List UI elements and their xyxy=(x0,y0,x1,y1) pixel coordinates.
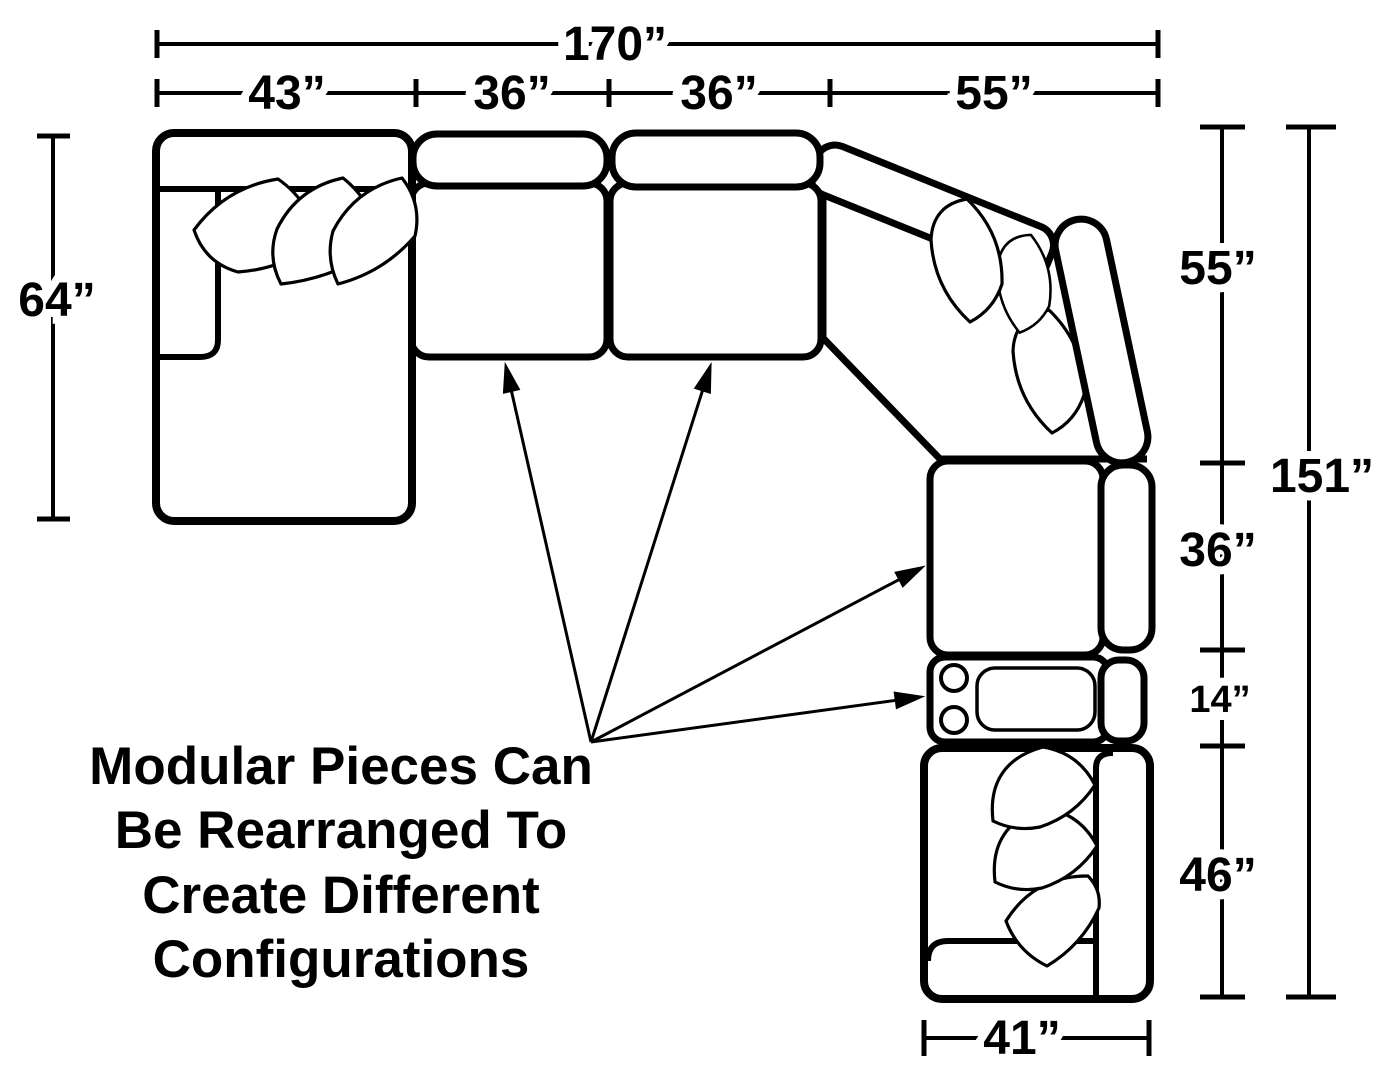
svg-text:46”: 46” xyxy=(1179,849,1256,902)
svg-text:43”: 43” xyxy=(248,67,325,120)
svg-text:Be Rearranged To: Be Rearranged To xyxy=(115,801,568,860)
svg-text:36”: 36” xyxy=(680,67,757,120)
svg-text:Create Different: Create Different xyxy=(142,866,540,925)
svg-text:Configurations: Configurations xyxy=(153,930,530,989)
svg-text:36”: 36” xyxy=(1179,524,1256,577)
svg-text:14”: 14” xyxy=(1189,679,1250,721)
svg-text:36”: 36” xyxy=(473,67,550,120)
svg-text:Modular Pieces Can: Modular Pieces Can xyxy=(89,737,593,796)
svg-text:41”: 41” xyxy=(983,1012,1060,1065)
svg-text:55”: 55” xyxy=(955,67,1032,120)
svg-text:55”: 55” xyxy=(1179,242,1256,295)
svg-text:64”: 64” xyxy=(18,274,95,327)
svg-text:170”: 170” xyxy=(563,18,667,71)
svg-text:151”: 151” xyxy=(1270,450,1374,503)
